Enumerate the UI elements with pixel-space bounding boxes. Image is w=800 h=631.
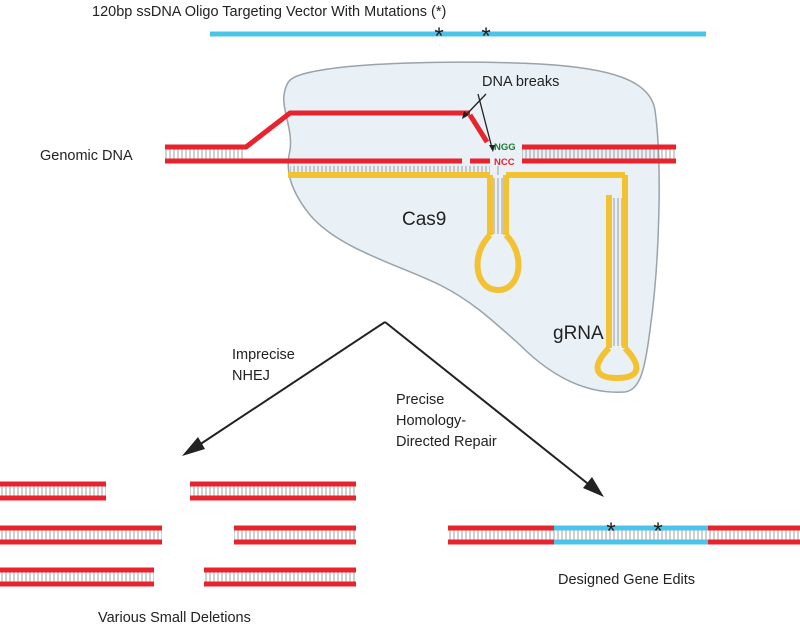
- donor-oligo-title: 120bp ssDNA Oligo Targeting Vector With …: [92, 4, 446, 20]
- hdr-label-line1: Precise: [396, 392, 444, 408]
- nhej-label-line2: NHEJ: [232, 368, 270, 384]
- grna-label: gRNA: [553, 323, 604, 344]
- deletions-label: Various Small Deletions: [98, 610, 251, 626]
- edit-mutation-mark: *: [653, 518, 662, 545]
- gene-edits-label: Designed Gene Edits: [558, 572, 695, 588]
- dna-break-arrows: [462, 93, 495, 152]
- pam-ncc-label: NCC: [494, 157, 515, 168]
- nhej-deletion-outcomes: [0, 481, 356, 587]
- hdr-label-line3: Directed Repair: [396, 434, 497, 450]
- edit-mutation-mark: *: [606, 518, 615, 545]
- nhej-label-line1: Imprecise: [232, 347, 295, 363]
- hdr-edited-dna: [448, 525, 800, 545]
- hdr-label-line2: Homology-: [396, 413, 466, 429]
- grna-structure: [288, 166, 640, 382]
- mutation-mark: *: [434, 23, 443, 50]
- genomic-dna-duplex: [165, 110, 676, 164]
- cas9-label: Cas9: [402, 209, 446, 230]
- dna-breaks-label: DNA breaks: [482, 74, 559, 90]
- pathway-arrows: [182, 321, 604, 497]
- pam-ngg-label: NGG: [494, 142, 516, 153]
- genomic-dna-label: Genomic DNA: [40, 148, 133, 164]
- mutation-mark: *: [481, 23, 490, 50]
